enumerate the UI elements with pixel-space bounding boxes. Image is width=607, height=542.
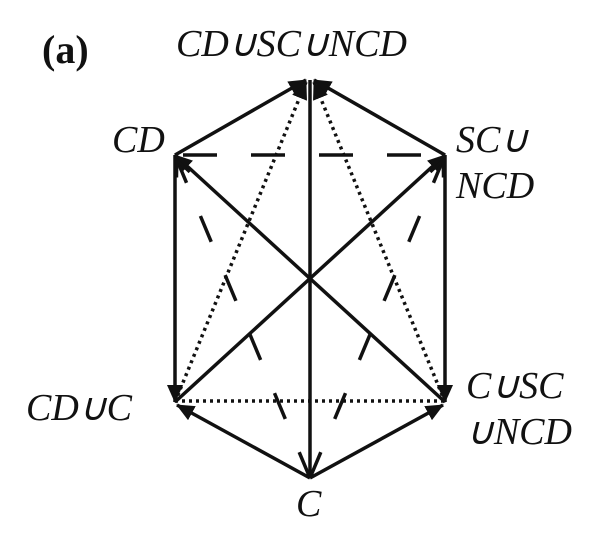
node-cd-label: CD — [112, 119, 165, 161]
edge-c-to-cd-dashed — [177, 160, 312, 479]
edge-sc-to-top — [313, 78, 446, 157]
edge-csc-to-cd — [173, 153, 447, 404]
edge-cd-to-top — [174, 78, 307, 157]
edge-cdc-to-top-dotted — [173, 81, 308, 403]
edge-c-to-csc — [309, 403, 444, 480]
node-c-label: C — [296, 483, 322, 525]
node-cd-c-label: CD∪C — [26, 387, 132, 429]
node-c-sc-ncd-label-2: ∪NCD — [466, 411, 572, 453]
node-c-sc-ncd-label-1: C∪SC — [466, 365, 564, 407]
edge-c-to-cdc — [176, 403, 311, 480]
edge-csc-to-top-dotted — [312, 81, 447, 403]
node-sc-ncd-label-2: NCD — [456, 165, 535, 207]
panel-label: (a) — [42, 27, 89, 72]
node-sc-ncd-label-1: SC∪ — [456, 119, 529, 161]
node-top-label: CD∪SC∪NCD — [176, 23, 407, 65]
edge-c-to-sc-dashed — [308, 160, 443, 479]
